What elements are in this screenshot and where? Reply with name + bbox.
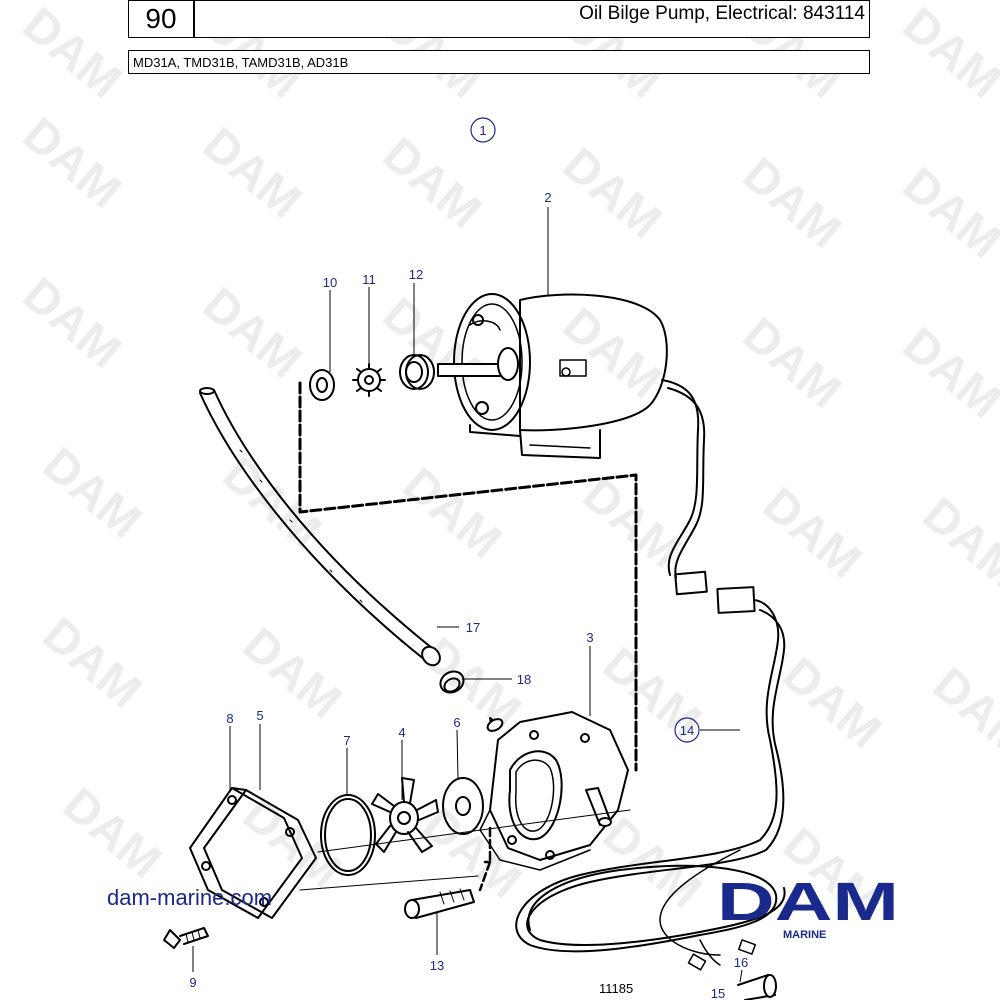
- hose-part-17: [199, 387, 441, 667]
- callout-16: 16: [734, 955, 748, 970]
- models-box: MD31A, TMD31B, TAMD31B, AD31B: [128, 50, 870, 74]
- impeller-part-4: [371, 777, 439, 853]
- callout-circle-14: [674, 717, 700, 743]
- page-title: Oil Bilge Pump, Electrical: 843114: [579, 3, 865, 24]
- page-number: 90: [128, 0, 194, 38]
- callout-4: 4: [398, 725, 405, 740]
- figure-number: 11185: [599, 981, 634, 996]
- clamp-part-18: [439, 670, 465, 694]
- callout-6: 6: [453, 715, 460, 730]
- callout-3: 3: [586, 630, 593, 645]
- callout-12: 12: [409, 267, 423, 282]
- bearing-part-12: [399, 354, 435, 390]
- screw-part-9: [163, 927, 209, 949]
- website-link[interactable]: dam-marine.com: [107, 885, 273, 910]
- washer-part-6: [442, 777, 484, 835]
- callout-18: 18: [517, 672, 531, 687]
- connector-male: [674, 570, 708, 596]
- callout-8: 8: [226, 711, 233, 726]
- callout-17: 17: [466, 620, 480, 635]
- callouts: 1 2 3 4 5 6 7 8 9 10 11 12 13 14 15 16 1…: [189, 117, 748, 1000]
- callout-7: 7: [343, 733, 350, 748]
- connector-female: [716, 586, 756, 614]
- dam-marine-logo: DAM: [717, 876, 899, 926]
- callout-5: 5: [256, 708, 263, 723]
- title-box: Oil Bilge Pump, Electrical: 843114: [194, 0, 870, 38]
- o-ring-part-7: [320, 794, 376, 876]
- logo-text: DAM: [717, 876, 899, 926]
- gear-part-11: [352, 363, 386, 397]
- callout-10: 10: [323, 275, 337, 290]
- engine-models: MD31A, TMD31B, TAMD31B, AD31B: [133, 55, 349, 70]
- callout-9: 9: [189, 975, 196, 990]
- callout-circle-1: [470, 117, 496, 143]
- callout-11: 11: [362, 272, 376, 287]
- cover-plate-part-8: [189, 787, 303, 919]
- leader-lines: [192, 207, 743, 983]
- callout-2: 2: [544, 190, 551, 205]
- callout-14: 14: [680, 723, 694, 738]
- gasket-part-5: [203, 789, 317, 919]
- pump-housing-part-3: [479, 711, 629, 871]
- bolt-part-13: [404, 888, 475, 919]
- motor-part-2: [437, 293, 706, 579]
- wiring-harness-part-14: [515, 599, 786, 971]
- sleeve-part-16: [737, 974, 777, 1000]
- logo-subtext: MARINE: [783, 929, 827, 941]
- callout-15: 15: [711, 986, 725, 1000]
- washer-part-10: [309, 369, 335, 401]
- callout-13: 13: [430, 958, 444, 973]
- callout-1: 1: [479, 123, 486, 138]
